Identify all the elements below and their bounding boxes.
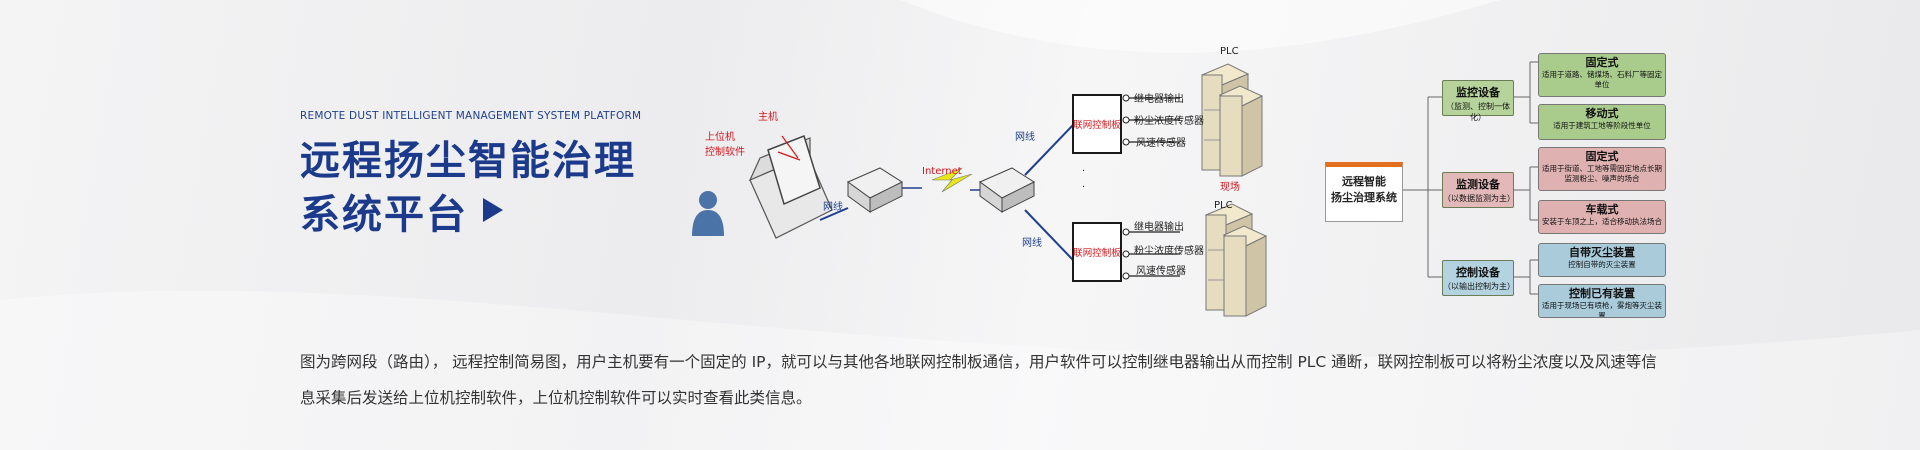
network-diagram [692,63,1268,317]
router-icon [847,167,904,213]
plc-server-icon [1218,85,1264,177]
category-control: 控制设备 （以输出控制为主） [1442,260,1515,296]
plc-server-icon [1222,225,1268,317]
category-monitoring-control: 监控设备 （监测、控制一体化） [1442,80,1514,122]
leaf-desc: 适用于街道、工地等需固定地点长期监测粉尘、噪声的场合 [1542,164,1662,183]
leaf-title: 车载式 [1585,203,1619,216]
host-label: 主机 [758,112,778,123]
english-subtitle: REMOTE DUST INTELLIGENT MANAGEMENT SYSTE… [300,110,642,122]
category-monitoring: 监测设备 （以数据监测为主） [1442,172,1515,208]
leaf-title: 控制已有装置 [1569,287,1635,300]
leaf-desc: 适用于现场已有喷枪，雾炮等灭尘装置 [1542,301,1662,318]
site-label: 现场 [1220,182,1240,193]
top-dust-sensor-label: 粉尘浓度传感器 [1134,116,1204,127]
leaf-vehicle-mounted: 车载式 安装于车顶之上，适合移动执法场合 [1538,200,1666,234]
upper-software-label-2: 控制软件 [705,147,745,158]
top-cable-label: 网线 [1015,132,1035,143]
diagram-description: 图为跨网段（路由）， 远程控制简易图，用户主机要有一个固定的 IP，就可以与其他… [300,353,1657,407]
leaf-mobile-type: 移动式 适用于建筑工地等阶段性单位 [1538,104,1666,140]
leaf-built-in-dust-suppressor: 自带灭尘装置 控制自带的灭尘装置 [1538,243,1666,277]
leaf-desc: 控制自带的灭尘装置 [1568,260,1636,269]
continuation-dot: · [1082,166,1086,177]
top-relay-output-label: 继电器输出 [1134,94,1184,105]
bottom-relay-output-label: 继电器输出 [1134,222,1184,233]
category-title: 监测设备 [1456,178,1500,191]
tree-root-box: 远程智能 扬尘治理系统 [1325,162,1403,222]
upper-software-label-1: 上位机 [705,132,735,143]
page-title-line2: 系统平台 [300,192,468,238]
user-icon [692,191,724,236]
leaf-control-existing-device: 控制已有装置 适用于现场已有喷枪，雾炮等灭尘装置 [1538,284,1666,318]
leaf-title: 自带灭尘装置 [1569,246,1635,259]
bottom-cable-label: 网线 [1022,238,1042,249]
leaf-fixed-monitor: 固定式 适用于街道、工地等需固定地点长期监测粉尘、噪声的场合 [1538,147,1666,191]
bottom-network-controller: 联网控制板 [1072,222,1122,282]
continuation-dot: · [1082,182,1086,193]
category-subtitle: （监测、控制一体化） [1446,102,1510,122]
bottom-dust-sensor-label: 粉尘浓度传感器 [1134,246,1204,257]
internet-lightning-icon [931,167,973,193]
page-title-line1: 远程扬尘智能治理 [300,138,636,184]
tree-root-line1: 远程智能 [1342,175,1386,188]
category-subtitle: （以输出控制为主） [1443,282,1515,291]
tree-connectors [1403,61,1538,295]
top-wind-sensor-label: 风速传感器 [1136,138,1186,149]
bottom-wind-sensor-label: 风速传感器 [1136,266,1186,277]
leaf-title: 固定式 [1585,150,1619,163]
category-title: 监控设备 [1456,86,1500,99]
top-plc-label: PLC [1220,46,1239,57]
category-subtitle: （以数据监测为主） [1443,194,1515,203]
leaf-fixed-type: 固定式 适用于道路、储煤场、石料厂等固定单位 [1538,53,1666,97]
cable-label: 网线 [823,202,843,213]
internet-label: Internet [922,166,962,177]
leaf-desc: 适用于道路、储煤场、石料厂等固定单位 [1542,70,1662,89]
router-icon [979,167,1036,213]
leaf-title: 固定式 [1585,56,1619,69]
leaf-desc: 适用于建筑工地等阶段性单位 [1553,121,1651,130]
laptop-icon [748,135,833,239]
category-title: 控制设备 [1456,266,1500,279]
top-network-controller: 联网控制板 [1072,94,1122,154]
leaf-desc: 安装于车顶之上，适合移动执法场合 [1542,217,1662,226]
bottom-plc-label: PLC [1214,200,1233,211]
play-arrow-button[interactable] [483,198,503,222]
leaf-title: 移动式 [1585,107,1619,120]
tree-root-line2: 扬尘治理系统 [1331,191,1397,204]
